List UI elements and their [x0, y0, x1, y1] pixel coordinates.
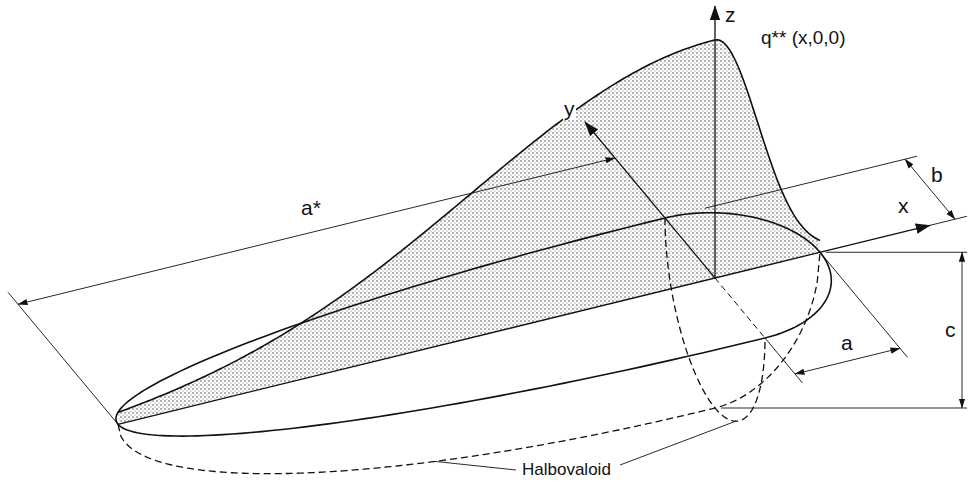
- extension-line: [8, 292, 118, 424]
- y-axis: [585, 122, 715, 278]
- ovaloid-profile: [118, 252, 820, 473]
- dimension-line: [18, 158, 615, 304]
- extension-line: [721, 408, 967, 409]
- function-label: q** (x,0,0): [760, 28, 846, 49]
- dimension-label: a: [840, 331, 854, 354]
- extension-line: [826, 252, 967, 253]
- geometry: [8, 6, 967, 474]
- extension-line: [765, 338, 803, 383]
- axis-label: x: [897, 194, 910, 217]
- leader-line: [435, 461, 516, 470]
- hidden-axis: [715, 278, 765, 338]
- extension-line: [820, 252, 908, 357]
- surface-ellipse: [116, 213, 831, 436]
- dimension-line: [905, 159, 955, 219]
- axis-label: y: [563, 97, 576, 120]
- axis-label: z: [724, 3, 737, 26]
- dimension-label: a*: [300, 196, 322, 219]
- z-axis: [714, 6, 715, 278]
- dimension-line: [962, 252, 963, 408]
- extension-line: [705, 156, 917, 208]
- dimension-label: b: [930, 163, 944, 186]
- part-label: Halbovaloid: [521, 461, 612, 480]
- extension-line: [930, 216, 967, 225]
- x-axis: [118, 225, 930, 424]
- leader-line: [620, 421, 736, 465]
- dimension-label: c: [944, 318, 957, 341]
